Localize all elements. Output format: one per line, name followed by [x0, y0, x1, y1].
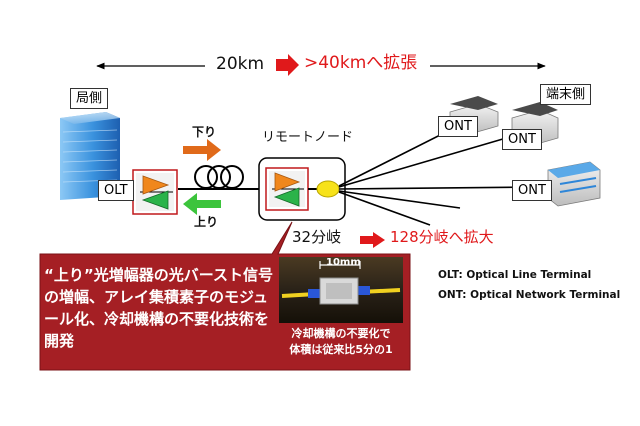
module-caption-line2: 体積は従来比5分の1 — [289, 343, 393, 356]
split-current-text: 32分岐 — [292, 228, 342, 246]
legend-ont: ONT: Optical Network Terminal — [438, 289, 621, 301]
downstream-label: 下り — [192, 125, 217, 139]
distance-current-text: 20km — [216, 54, 265, 74]
ont-label: ONT — [512, 180, 552, 201]
extend-arrow-icon — [276, 54, 299, 76]
module-caption-line1: 冷却機構の不要化で — [291, 327, 391, 340]
upstream-arrow-icon — [183, 193, 221, 215]
module-photo — [279, 257, 403, 323]
olt-amplifier-icon — [132, 169, 178, 215]
distance-extended-text: >40kmへ拡張 — [304, 53, 418, 73]
remote-amplifier-icon — [265, 167, 309, 211]
olt-label: OLT — [98, 180, 134, 201]
splitter-icon — [316, 180, 340, 198]
ont-label: ONT — [502, 129, 542, 150]
module-dimension-label: 10mm — [326, 257, 361, 268]
terminal-label: 端末側 — [540, 84, 592, 105]
remote-node-label: リモートノード — [262, 130, 354, 145]
legend-olt: OLT: Optical Line Terminal — [438, 269, 592, 281]
ont-building-3-icon — [547, 161, 601, 207]
fiber-spool-icon — [194, 165, 244, 189]
upstream-label: 上り — [194, 215, 219, 229]
central-office-label: 局側 — [70, 88, 109, 109]
ont-label: ONT — [438, 116, 478, 137]
split-arrow-icon — [360, 232, 386, 248]
split-extended-text: 128分岐へ拡大 — [390, 228, 494, 246]
callout-text: “上り”光増幅器の光バースト信号の増幅、アレイ集積素子のモジュール化、冷却機構の… — [44, 266, 273, 350]
central-office-building-icon — [60, 112, 120, 200]
downstream-arrow-icon — [183, 139, 221, 161]
